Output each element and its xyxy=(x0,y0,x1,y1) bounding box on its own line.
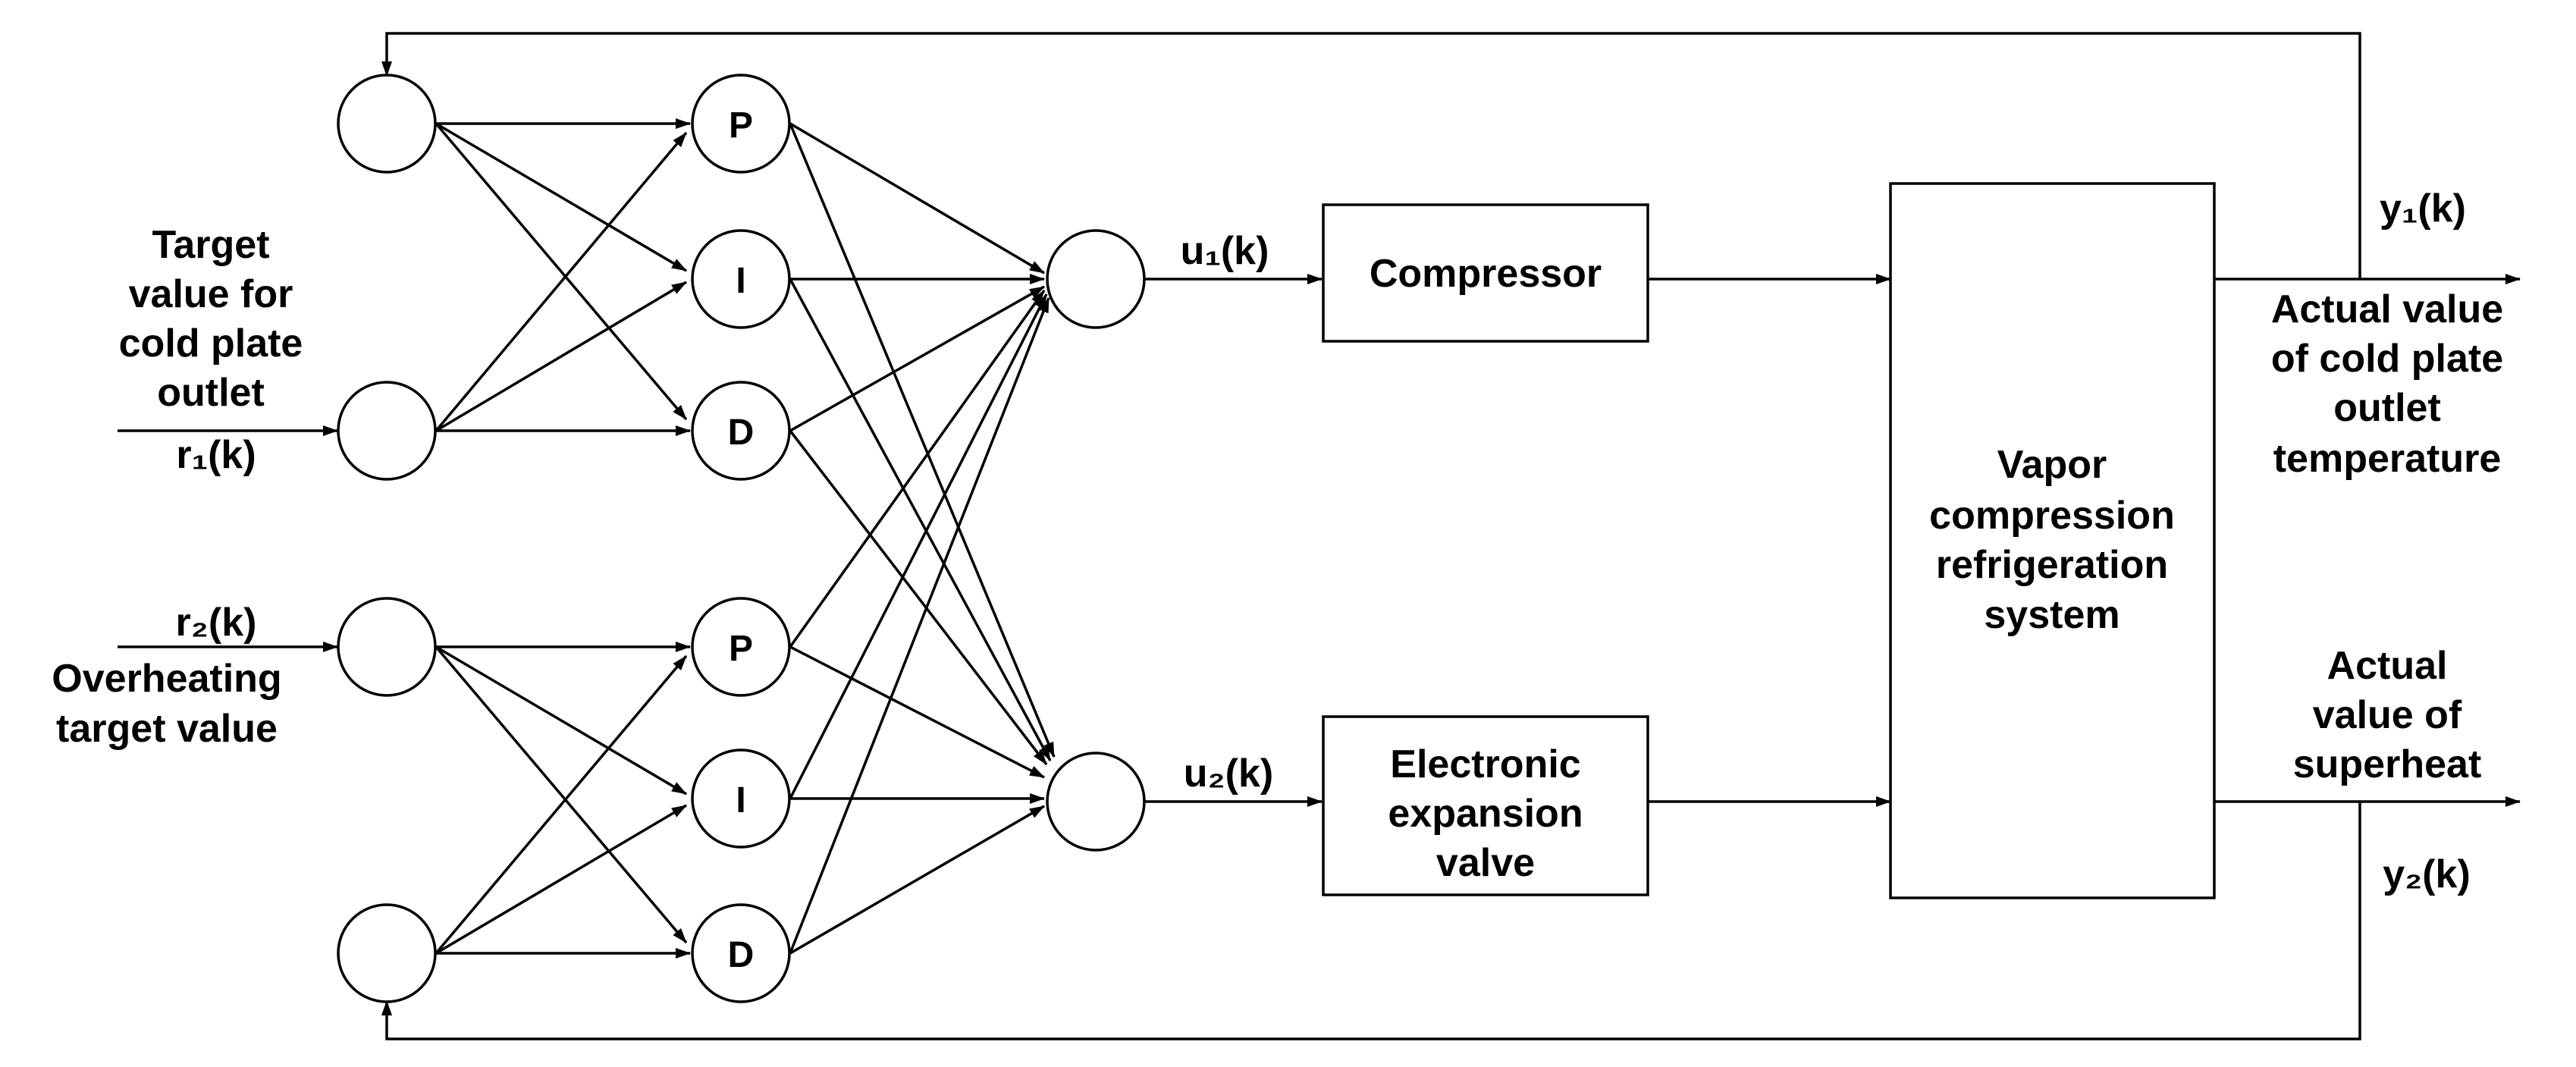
p-neuron xyxy=(691,74,791,174)
u1-label: u₁(k) xyxy=(1181,229,1269,273)
y1-description-line1: Actual value xyxy=(2271,287,2503,331)
p-label: P xyxy=(729,105,753,146)
compressor-label: Compressor xyxy=(1370,252,1602,296)
p-label: P xyxy=(729,629,753,669)
i-label: I xyxy=(736,261,745,301)
y1-description-line4: temperature xyxy=(2273,437,2502,481)
r2-label: r₂(k) xyxy=(176,601,257,645)
d-label: D xyxy=(728,935,755,975)
input-neuron xyxy=(337,597,437,697)
d-neuron xyxy=(691,381,791,481)
y1-description-line3: outlet xyxy=(2333,386,2441,430)
r2-description-line2: target value xyxy=(56,707,278,751)
plant-label-line1: Vapor xyxy=(1997,443,2107,487)
input-neuron xyxy=(337,381,437,481)
compressor-block: Compressor xyxy=(1322,203,1649,343)
y2-description-line1: Actual xyxy=(2327,644,2448,688)
eev-label-line2: expansion xyxy=(1388,792,1583,836)
r1-description-line3: cold plate xyxy=(119,322,303,366)
y2-description-line2: value of xyxy=(2313,693,2462,737)
output-neurons xyxy=(1046,229,1146,852)
plant-block: Vapor compression refrigeration system xyxy=(1889,182,2216,899)
y1-description-line2: of cold plate xyxy=(2271,337,2503,381)
signal-labels: u₁(k) u₂(k) y₁(k) y₂(k) xyxy=(1181,187,2471,896)
plant-label-line2: compression xyxy=(1929,494,2175,538)
i-label: I xyxy=(736,780,745,821)
connections-pid-to-output xyxy=(789,122,1056,955)
forward-path xyxy=(1145,274,2521,807)
input-arrows xyxy=(118,425,338,652)
p-neuron xyxy=(691,597,791,697)
r2-description-line1: Overheating xyxy=(52,657,281,701)
i-neuron xyxy=(691,229,791,329)
r1-description-line2: value for xyxy=(129,272,293,316)
plant-label-line4: system xyxy=(1984,593,2119,637)
y1-label: y₁(k) xyxy=(2380,187,2466,231)
output-labels: Actual value of cold plate outlet temper… xyxy=(2271,287,2503,786)
d-label: D xyxy=(728,413,755,453)
input-neuron xyxy=(337,74,437,174)
u2-label: u₂(k) xyxy=(1184,752,1273,796)
eev-label-line3: valve xyxy=(1436,841,1535,885)
input-neuron xyxy=(337,903,437,1003)
connections-bottom-input-to-pid xyxy=(435,642,691,959)
expansion-valve-block: Electronic expansion valve xyxy=(1322,715,1649,896)
eev-label-line1: Electronic xyxy=(1390,742,1580,786)
output-neuron-u2 xyxy=(1046,752,1146,852)
i-neuron xyxy=(691,748,791,849)
plant-label-line3: refrigeration xyxy=(1936,543,2168,587)
connections-top-input-to-pid xyxy=(435,118,691,436)
r1-description-line1: Target xyxy=(152,223,269,267)
input-labels: Target value for cold plate outlet r₁(k)… xyxy=(52,223,303,751)
output-neuron-u1 xyxy=(1046,229,1146,329)
y2-description-line3: superheat xyxy=(2293,742,2482,786)
pid-neurons: P I D P I D xyxy=(691,74,791,1003)
feedback-loops xyxy=(381,32,2361,1040)
d-neuron xyxy=(691,903,791,1003)
y2-label: y₂(k) xyxy=(2383,852,2471,896)
r1-label: r₁(k) xyxy=(176,433,256,477)
r1-description-line4: outlet xyxy=(157,371,265,415)
input-neurons xyxy=(337,74,437,1003)
